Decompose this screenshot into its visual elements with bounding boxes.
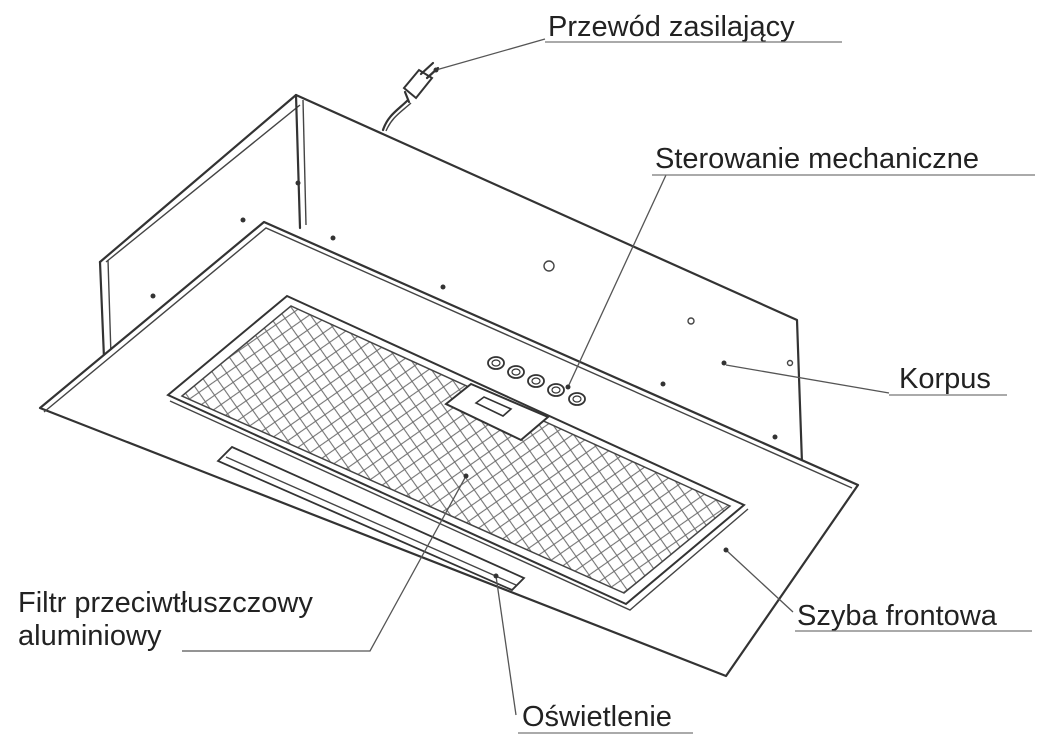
label-grease-filter-line2: aluminiowy bbox=[18, 620, 162, 652]
control-knobs bbox=[487, 356, 586, 406]
light-strip bbox=[216, 445, 526, 592]
label-grease-filter-line1: Filtr przeciwtłuszczowy bbox=[18, 587, 313, 619]
label-power-cord: Przewód zasilający bbox=[548, 11, 795, 43]
power-cord bbox=[381, 61, 440, 132]
grease-filter bbox=[166, 294, 749, 611]
label-front-glass: Szyba frontowa bbox=[797, 600, 998, 632]
label-lighting: Oświetlenie bbox=[522, 701, 672, 733]
label-body: Korpus bbox=[899, 363, 991, 395]
leader-lines bbox=[182, 38, 890, 716]
control-panel bbox=[444, 356, 586, 442]
label-mechanical-control: Sterowanie mechaniczne bbox=[655, 143, 979, 175]
